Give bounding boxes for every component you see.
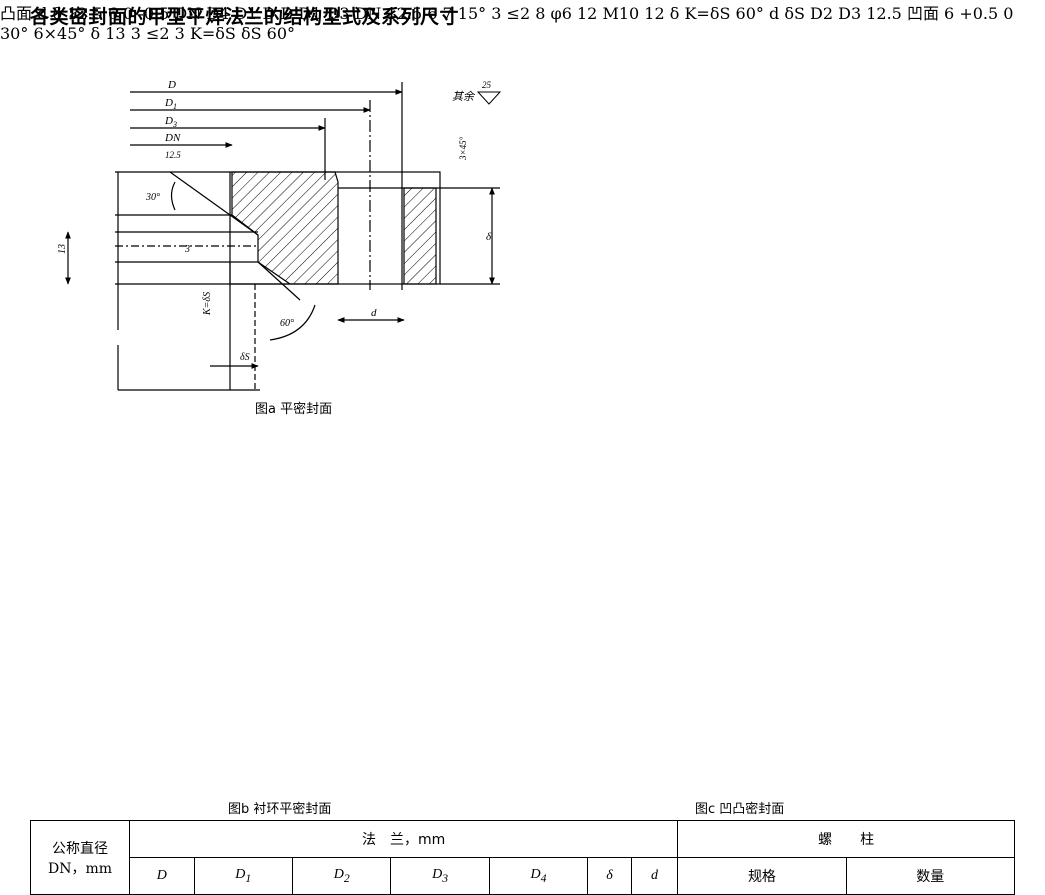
- col-spec: 规格: [677, 857, 847, 895]
- nominal-label: 公称直径: [52, 840, 108, 857]
- svg-text:δS: δS: [240, 352, 250, 363]
- dimension-table: 公称直径 DN，mm 法 兰，mm 螺 柱 D D1 D2 D3 D4 δ d …: [30, 820, 1016, 895]
- nominal-unit: DN，mm: [47, 860, 113, 877]
- bolt-group-header: 螺 柱: [677, 820, 1015, 858]
- col-d: d: [630, 857, 679, 895]
- flange-group-header: 法 兰，mm: [128, 820, 679, 858]
- svg-text:K=δS: K=δS: [202, 292, 213, 316]
- figure-b-labels: D D1 D3 DN 12.5 6 7 15° 3 ≤2 8 φ6 12 M10…: [280, 4, 805, 23]
- roughness-symbol-a: [476, 91, 502, 105]
- figure-a-labels: D D1 D3 DN 12.5 30° 13 3 K=δS δS 60° d δ…: [57, 79, 492, 363]
- svg-text:60°: 60°: [280, 318, 294, 329]
- svg-text:δ: δ: [486, 231, 492, 243]
- figure-c-labels: D2 D3 12.5 凹面 6 +0.5 0 30° 6×45° δ 13 3 …: [0, 4, 1014, 43]
- figure-a: [65, 82, 500, 391]
- col-quantity: 数量: [845, 857, 1016, 895]
- svg-text:12.5: 12.5: [165, 150, 181, 160]
- col-D3: D3: [390, 857, 490, 895]
- svg-text:3×45°: 3×45°: [458, 136, 468, 161]
- svg-text:d: d: [371, 307, 377, 319]
- col-D1: D1: [193, 857, 293, 895]
- col-D2: D2: [291, 857, 392, 895]
- svg-text:3: 3: [184, 244, 190, 255]
- svg-text:DN: DN: [164, 132, 181, 144]
- col-D4: D4: [488, 857, 589, 895]
- figure-a-caption: 图a 平密封面: [255, 402, 333, 417]
- svg-text:其余: 其余: [452, 90, 476, 103]
- figure-c-top-labels: 凸面 d δ 12.5 6 0 -0.5 DN D4 D1 D: [0, 4, 276, 23]
- svg-text:13: 13: [57, 244, 68, 254]
- svg-text:D: D: [167, 79, 176, 91]
- figure-b-caption: 图b 衬环平密封面: [228, 802, 332, 817]
- page-title: 各类密封面的甲型平焊法兰的结构型式及系列尺寸: [30, 6, 460, 28]
- svg-text:D1: D1: [164, 97, 177, 111]
- col-delta: δ: [587, 857, 632, 895]
- svg-text:25: 25: [482, 80, 492, 90]
- nominal-diameter-header: 公称直径 DN，mm: [30, 820, 130, 895]
- col-D: D: [129, 857, 195, 895]
- figure-c-caption: 图c 凹凸密封面: [695, 802, 785, 817]
- engineering-drawings: D D1 D3 DN 12.5 30° 13 3 K=δS δS 60° d δ…: [57, 79, 502, 391]
- svg-text:30°: 30°: [145, 192, 160, 203]
- svg-text:D3: D3: [164, 115, 177, 129]
